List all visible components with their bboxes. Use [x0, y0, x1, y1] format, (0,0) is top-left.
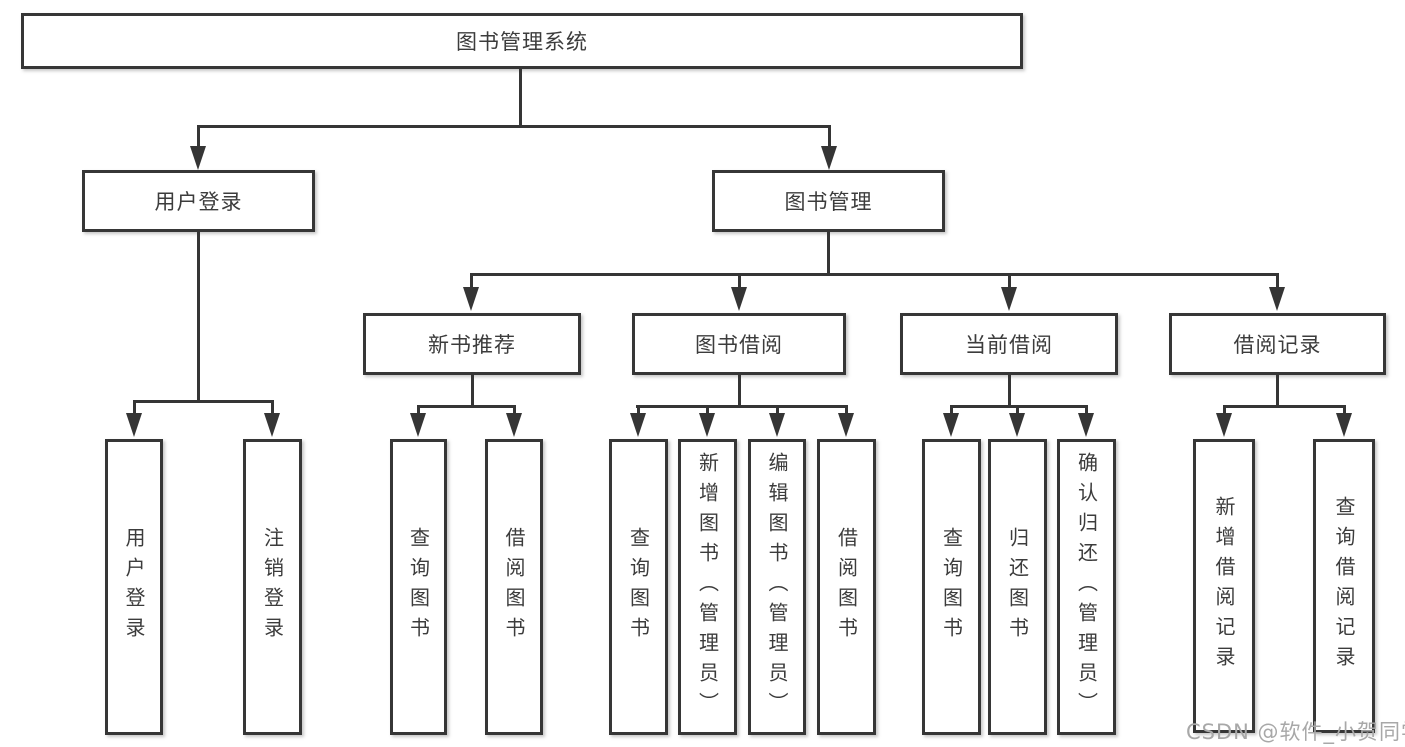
node-new-book-recommendation: 新书推荐 — [363, 313, 581, 375]
arrow-down-icon — [1001, 287, 1017, 311]
connector-line — [513, 405, 516, 415]
connector-line — [133, 400, 273, 403]
arrow-down-icon — [190, 146, 206, 170]
node-label: 查询图书 — [626, 527, 651, 647]
arrow-down-icon — [731, 287, 747, 311]
arrow-down-icon — [463, 287, 479, 311]
connector-line — [133, 400, 136, 414]
leaf-query-books-recommend: 查询图书 — [390, 439, 447, 735]
connector-line — [738, 273, 741, 289]
node-book-management: 图书管理 — [712, 170, 945, 232]
node-label: 查询借阅记录 — [1332, 496, 1356, 676]
connector-line — [1223, 405, 1226, 415]
leaf-query-books-borrowing: 查询图书 — [609, 439, 668, 735]
node-root-book-management-system: 图书管理系统 — [21, 13, 1023, 69]
node-label: 查询图书 — [939, 527, 964, 647]
leaf-user-login: 用户登录 — [105, 439, 163, 735]
connector-line — [637, 405, 640, 415]
connector-line — [197, 232, 200, 402]
node-label: 查询图书 — [406, 527, 431, 647]
connector-line — [519, 69, 522, 127]
connector-line — [828, 125, 831, 148]
csdn-watermark: CSDN @软件_小贺同学 — [1186, 720, 1405, 744]
leaf-return-book: 归还图书 — [988, 439, 1047, 735]
node-label: 借阅图书 — [502, 527, 526, 647]
node-label: 当前借阅 — [965, 333, 1053, 357]
connector-line — [1008, 374, 1011, 407]
connector-line — [417, 405, 420, 415]
connector-line — [271, 400, 274, 414]
node-label: 借阅记录 — [1233, 333, 1322, 357]
arrow-down-icon — [769, 413, 785, 437]
arrow-down-icon — [506, 413, 522, 437]
arrow-down-icon — [410, 413, 426, 437]
arrow-down-icon — [1078, 413, 1094, 437]
node-label: 确认归还（管理员） — [1074, 452, 1099, 722]
connector-line — [197, 125, 200, 148]
connector-line — [470, 273, 1278, 276]
connector-line — [417, 405, 516, 408]
connector-line — [1008, 273, 1011, 289]
leaf-logout: 注销登录 — [243, 439, 302, 735]
arrow-down-icon — [838, 413, 854, 437]
node-label: 图书管理系统 — [456, 30, 588, 54]
arrow-down-icon — [630, 413, 646, 437]
node-label: 归还图书 — [1005, 527, 1030, 647]
connector-line — [845, 405, 848, 415]
arrow-down-icon — [943, 413, 959, 437]
arrow-down-icon — [699, 413, 715, 437]
connector-line — [1223, 405, 1345, 408]
connector-line — [1085, 405, 1088, 415]
arrow-down-icon — [126, 413, 142, 437]
connector-line — [950, 405, 953, 415]
connector-line — [470, 273, 473, 289]
node-user-login: 用户登录 — [82, 170, 315, 232]
leaf-add-borrow-record: 新增借阅记录 — [1193, 439, 1255, 733]
node-current-borrowing: 当前借阅 — [900, 313, 1118, 375]
node-label: 图书管理 — [784, 190, 873, 214]
connector-line — [827, 232, 830, 275]
arrow-down-icon — [821, 146, 837, 170]
arrow-down-icon — [264, 413, 280, 437]
connector-line — [950, 405, 1088, 408]
node-label: 图书借阅 — [695, 333, 783, 357]
connector-line — [197, 125, 831, 128]
connector-line — [636, 405, 847, 408]
connector-line — [1016, 405, 1019, 415]
node-label: 新书推荐 — [428, 333, 516, 357]
connector-line — [776, 405, 779, 415]
connector-line — [1276, 374, 1279, 407]
connector-line — [706, 405, 709, 415]
arrow-down-icon — [1009, 413, 1025, 437]
leaf-borrow-books-recommend: 借阅图书 — [485, 439, 543, 735]
leaf-query-books-current: 查询图书 — [922, 439, 981, 735]
node-label: 借阅图书 — [834, 527, 859, 647]
node-label: 编辑图书（管理员） — [765, 452, 789, 722]
node-borrowing-records: 借阅记录 — [1169, 313, 1386, 375]
leaf-query-borrow-record: 查询借阅记录 — [1313, 439, 1375, 733]
leaf-add-book-admin: 新增图书（管理员） — [678, 439, 737, 735]
node-label: 注销登录 — [260, 527, 285, 647]
arrow-down-icon — [1216, 413, 1232, 437]
node-label: 新增借阅记录 — [1212, 496, 1236, 676]
connector-line — [1276, 273, 1279, 289]
connector-line — [471, 374, 474, 407]
leaf-confirm-return-admin: 确认归还（管理员） — [1057, 439, 1116, 735]
node-book-borrowing: 图书借阅 — [632, 313, 846, 375]
node-label: 用户登录 — [154, 190, 243, 214]
node-label: 新增图书（管理员） — [695, 452, 720, 722]
arrow-down-icon — [1269, 287, 1285, 311]
node-label: 用户登录 — [122, 527, 146, 647]
connector-line — [1343, 405, 1346, 415]
arrow-down-icon — [1336, 413, 1352, 437]
leaf-edit-book-admin: 编辑图书（管理员） — [748, 439, 806, 735]
connector-line — [738, 374, 741, 407]
leaf-borrow-books-borrowing: 借阅图书 — [817, 439, 876, 735]
